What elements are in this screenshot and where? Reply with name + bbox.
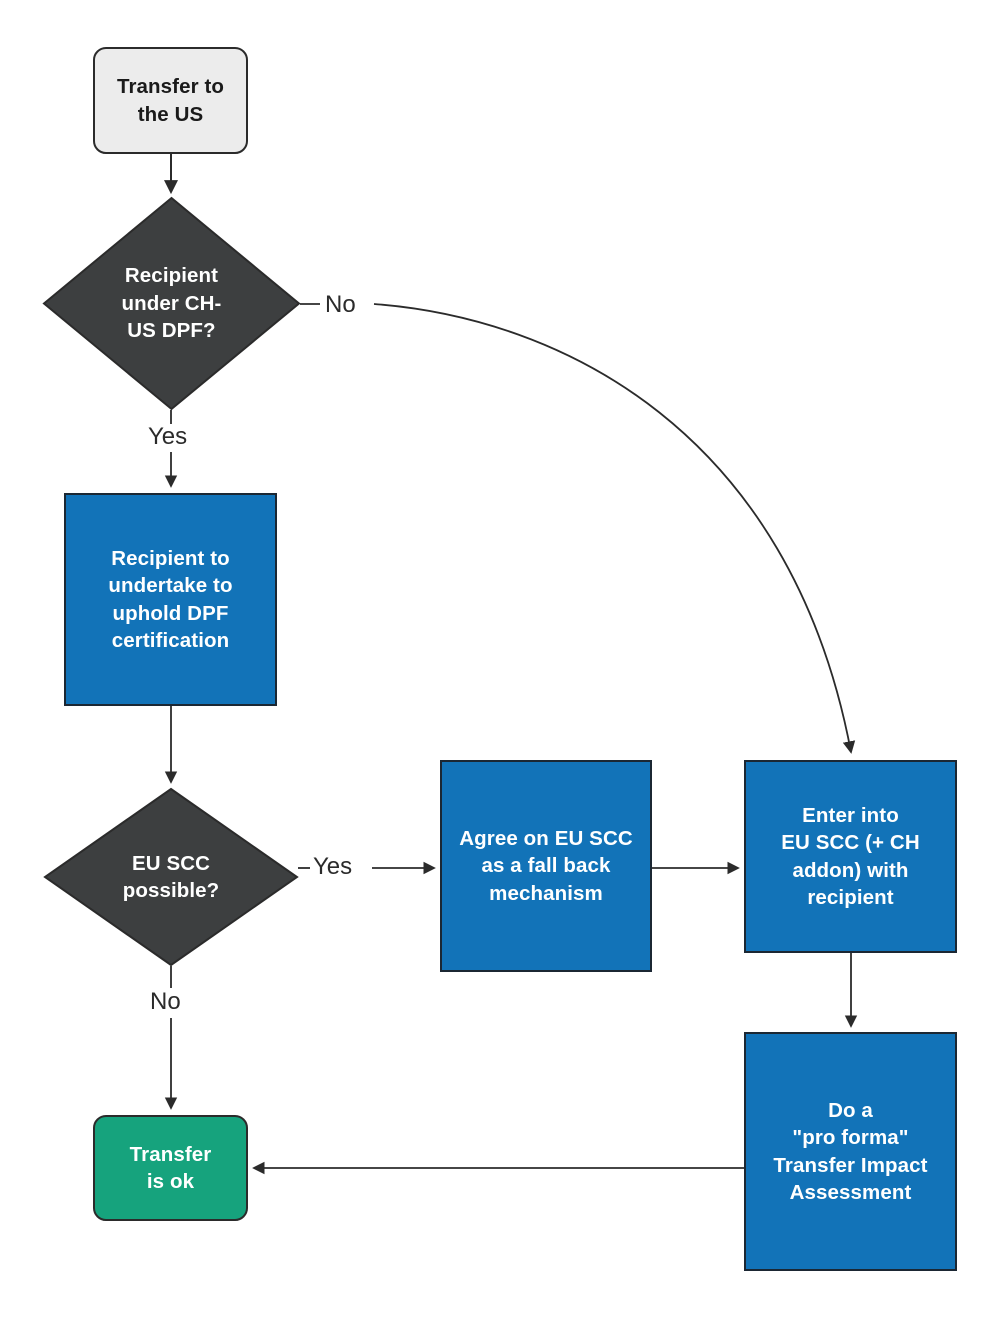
- node-decision-scc-label: EU SCC possible?: [122, 851, 220, 902]
- node-process-scc-fallback-label: Agree on EU SCC as a fall back mechanism: [459, 827, 633, 905]
- edge-label-yes-scc: Yes: [313, 853, 353, 880]
- node-decision-dpf-label-wrap: Recipient under CH- US DPF?: [43, 197, 300, 410]
- edge-label-yes-dpf: Yes: [148, 423, 188, 450]
- node-process-dpf-undertaking[interactable]: Recipient to undertake to uphold DPF cer…: [64, 493, 277, 706]
- node-decision-dpf-label: Recipient under CH- US DPF?: [121, 264, 222, 343]
- edge-decision-dpf-no-curve: [373, 303, 856, 754]
- node-end-label: Transfer is ok: [129, 1142, 212, 1193]
- node-start-label: Transfer to the US: [116, 75, 225, 126]
- node-decision-eu-scc-possible[interactable]: EU SCC possible?: [43, 787, 299, 967]
- node-process-scc-fallback[interactable]: Agree on EU SCC as a fall back mechanism: [440, 760, 652, 972]
- node-process-enter-scc-label: Enter into EU SCC (+ CH addon) with reci…: [781, 804, 920, 909]
- node-decision-recipient-under-dpf[interactable]: Recipient under CH- US DPF?: [42, 196, 301, 411]
- node-end-transfer-ok[interactable]: Transfer is ok: [93, 1115, 248, 1221]
- node-start[interactable]: Transfer to the US: [93, 47, 248, 154]
- node-process-dpf-undertaking-label: Recipient to undertake to uphold DPF cer…: [108, 547, 233, 652]
- node-process-transfer-impact-assessment[interactable]: Do a "pro forma" Transfer Impact Assessm…: [744, 1032, 957, 1271]
- node-process-tia-label: Do a "pro forma" Transfer Impact Assessm…: [773, 1099, 928, 1204]
- node-process-enter-scc[interactable]: Enter into EU SCC (+ CH addon) with reci…: [744, 760, 957, 953]
- edge-label-no-dpf: No: [325, 291, 356, 318]
- node-decision-scc-label-wrap: EU SCC possible?: [44, 788, 298, 966]
- edge-label-no-scc: No: [150, 988, 181, 1015]
- diamond-shape-scc: [43, 787, 299, 967]
- diamond-shape-dpf: [42, 196, 301, 411]
